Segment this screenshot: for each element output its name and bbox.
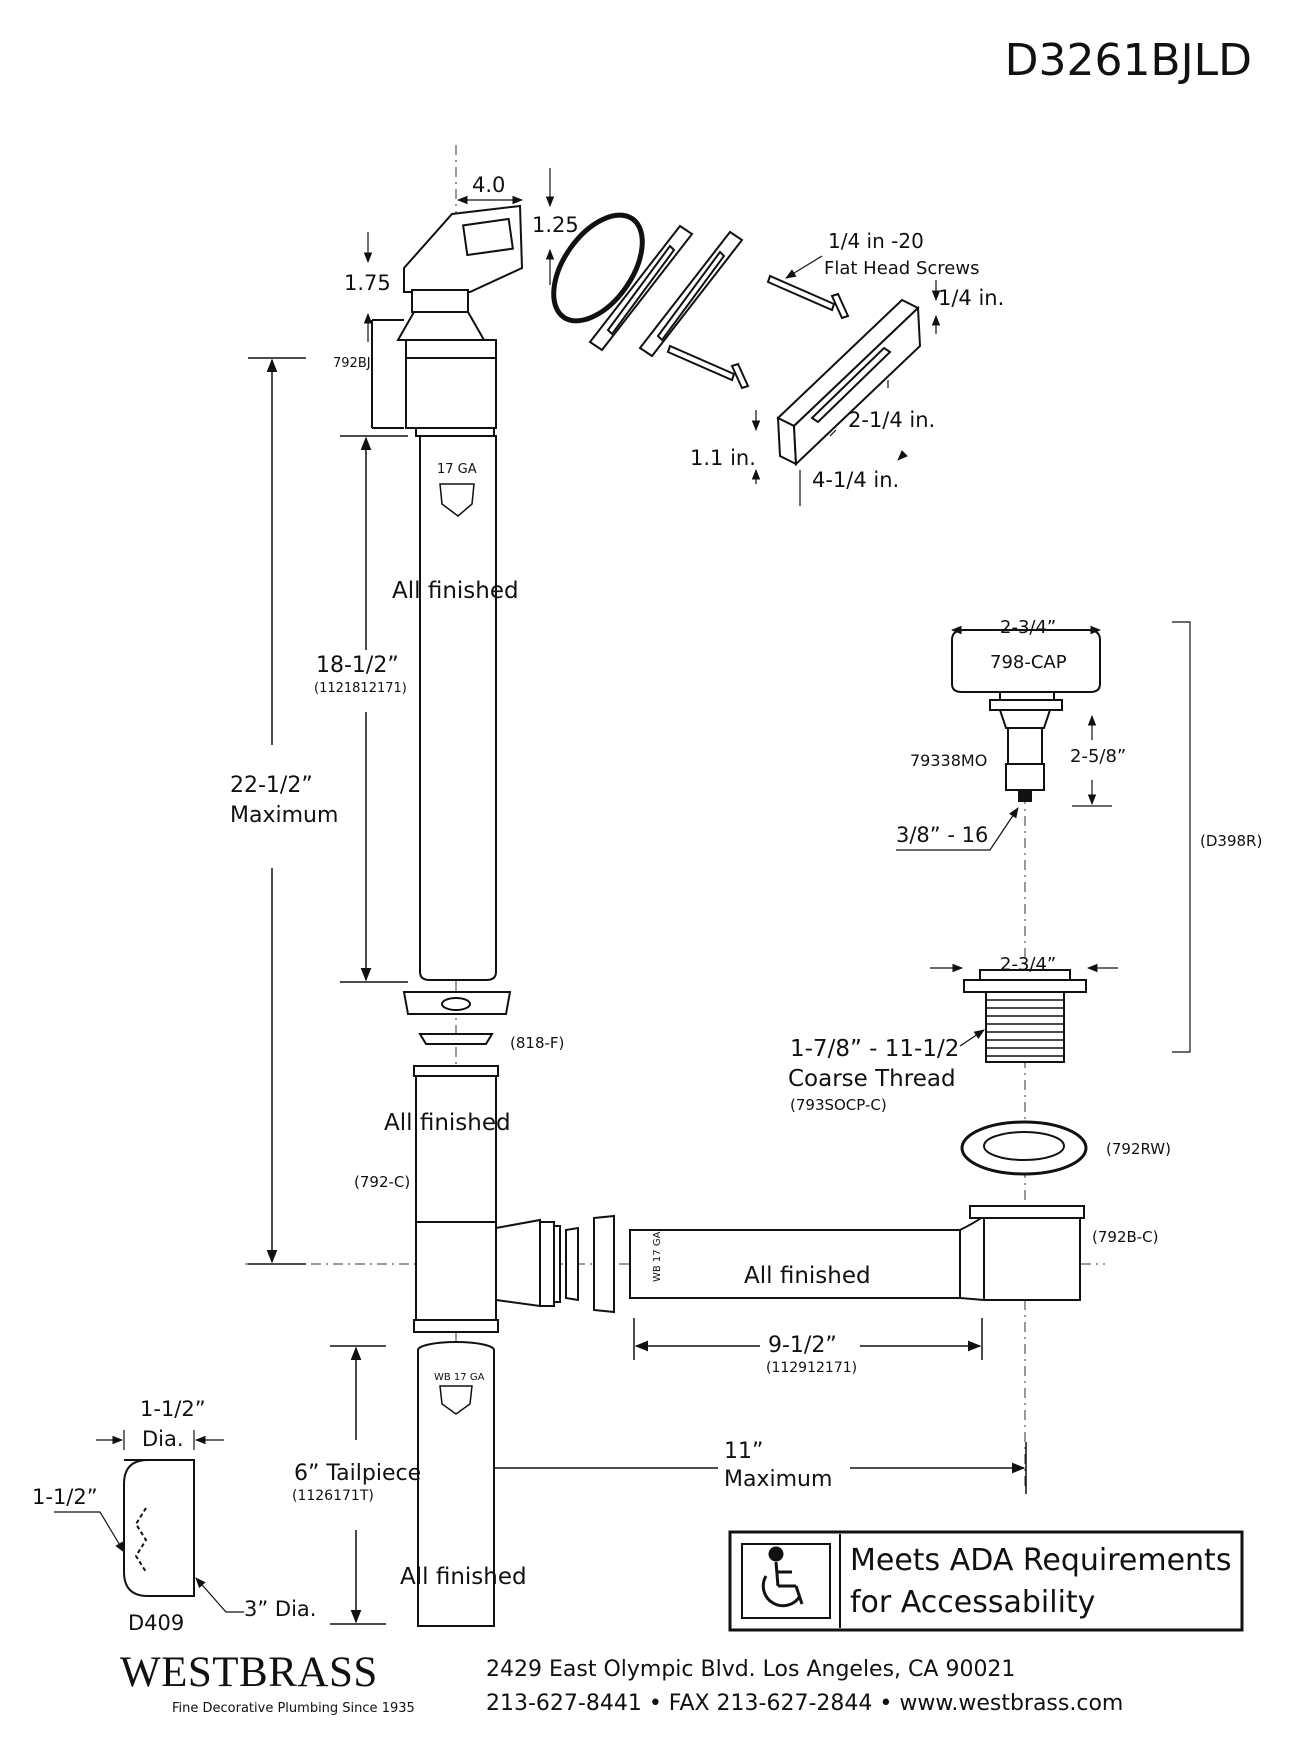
label-792bj: 792BJ bbox=[333, 356, 371, 371]
overflow-head bbox=[396, 204, 524, 341]
label-upper-tube-part: (1121812171) bbox=[314, 681, 407, 696]
vertical-dimensions bbox=[248, 357, 408, 1265]
brand-logo: WESTBRASS bbox=[120, 1649, 378, 1696]
horizontal-nut-washer bbox=[565, 1214, 615, 1314]
model-number: D3261BJLD bbox=[1005, 35, 1252, 86]
brand-tagline: Fine Decorative Plumbing Since 1935 bbox=[172, 1701, 415, 1716]
label-overflow-width: 4.0 bbox=[472, 173, 505, 197]
slip-nut-818f bbox=[402, 991, 512, 1045]
label-d409-diameter: 1-1/2” bbox=[140, 1397, 206, 1421]
upper-overflow-tube bbox=[419, 435, 497, 981]
washer-792rw bbox=[960, 1120, 1088, 1176]
label-screws-type: Flat Head Screws bbox=[824, 258, 979, 279]
tailpiece bbox=[417, 1341, 495, 1627]
drain-body-793socp bbox=[930, 963, 1118, 1063]
drain-elbow-792bc bbox=[959, 1205, 1085, 1302]
label-horizontal-length: 9-1/2” bbox=[768, 1333, 837, 1358]
label-slot-length: 2-1/4 in. bbox=[848, 408, 935, 432]
label-tail-part: (1126171T) bbox=[292, 1488, 374, 1504]
label-coarse-part: (793SOCP-C) bbox=[790, 1096, 887, 1114]
center-lines bbox=[245, 145, 1105, 1620]
mounting-plate bbox=[776, 298, 922, 467]
plate-dimensions bbox=[751, 280, 941, 506]
label-screws-size: 1/4 in -20 bbox=[828, 229, 924, 253]
label-plate-thickness: 1/4 in. bbox=[938, 286, 1004, 310]
label-finish-horizontal: All finished bbox=[744, 1263, 871, 1289]
label-818f: (818-F) bbox=[510, 1034, 564, 1052]
label-overflow-height: 1.75 bbox=[344, 271, 391, 295]
label-d409-base: 3” Dia. bbox=[244, 1597, 316, 1621]
label-finish-tee: All finished bbox=[384, 1110, 511, 1136]
label-d409-part: D409 bbox=[128, 1611, 184, 1635]
label-cap-width: 2-3/4” bbox=[1000, 617, 1056, 638]
footer-contact: 213-627-8441 • FAX 213-627-2844 • www.we… bbox=[486, 1691, 1123, 1716]
label-reach: 11” bbox=[724, 1439, 763, 1464]
label-upper-tube-gauge: 17 GA bbox=[437, 462, 477, 477]
label-d398r: (D398R) bbox=[1200, 832, 1262, 850]
label-horizontal-gauge: WB 17 GA bbox=[652, 1231, 663, 1282]
label-plate-height: 1.1 in. bbox=[690, 446, 756, 470]
ada-notice: Meets ADA Requirements for Accessability bbox=[728, 1530, 1244, 1632]
label-overflow-depth: 1.25 bbox=[532, 213, 579, 237]
wheelchair-icon bbox=[761, 1546, 804, 1608]
label-max-height-word: Maximum bbox=[230, 803, 338, 828]
overflow-dimensions bbox=[363, 168, 555, 342]
label-finish-upper: All finished bbox=[392, 578, 519, 604]
label-792c: (792-C) bbox=[354, 1173, 410, 1191]
label-stem-thread: 3/8” - 16 bbox=[896, 823, 988, 847]
stopper-d409 bbox=[54, 1430, 244, 1613]
label-stem-part: 79338MO bbox=[910, 751, 987, 770]
label-max-height: 22-1/2” bbox=[230, 773, 313, 798]
coupling-792bj bbox=[371, 319, 497, 437]
label-d409-side: 1-1/2” bbox=[32, 1485, 98, 1509]
tailpiece-dimension bbox=[330, 1345, 386, 1625]
label-d409-diameter-word: Dia. bbox=[142, 1427, 184, 1451]
label-cap-part: 798-CAP bbox=[990, 652, 1067, 673]
label-upper-tube-length: 18-1/2” bbox=[316, 653, 399, 678]
footer-address: 2429 East Olympic Blvd. Los Angeles, CA … bbox=[486, 1657, 1015, 1682]
label-tail-gauge: WB 17 GA bbox=[434, 1372, 485, 1383]
label-tail-length: 6” Tailpiece bbox=[294, 1461, 421, 1486]
label-body-width: 2-3/4” bbox=[1000, 954, 1056, 975]
flat-head-screws bbox=[666, 255, 850, 390]
ada-line-1: Meets ADA Requirements bbox=[850, 1543, 1231, 1578]
footer: WESTBRASS Fine Decorative Plumbing Since… bbox=[120, 1649, 1123, 1716]
label-stem-length: 2-5/8” bbox=[1070, 746, 1126, 767]
ada-line-2: for Accessability bbox=[850, 1585, 1095, 1620]
waste-tee-792c bbox=[413, 1065, 561, 1333]
label-coarse-size: 1-7/8” - 11-1/2 bbox=[790, 1036, 959, 1062]
stem-79338mo bbox=[896, 709, 1112, 851]
overflow-gasket-and-plates bbox=[551, 212, 744, 358]
label-792rw: (792RW) bbox=[1106, 1140, 1171, 1158]
label-reach-word: Maximum bbox=[724, 1467, 832, 1492]
label-coarse-word: Coarse Thread bbox=[788, 1066, 956, 1092]
label-792bc: (792B-C) bbox=[1092, 1228, 1159, 1246]
label-finish-tail: All finished bbox=[400, 1564, 527, 1590]
label-horizontal-part: (112912171) bbox=[766, 1360, 857, 1376]
label-plate-length: 4-1/4 in. bbox=[812, 468, 899, 492]
bracket-d398r bbox=[1172, 621, 1191, 1053]
